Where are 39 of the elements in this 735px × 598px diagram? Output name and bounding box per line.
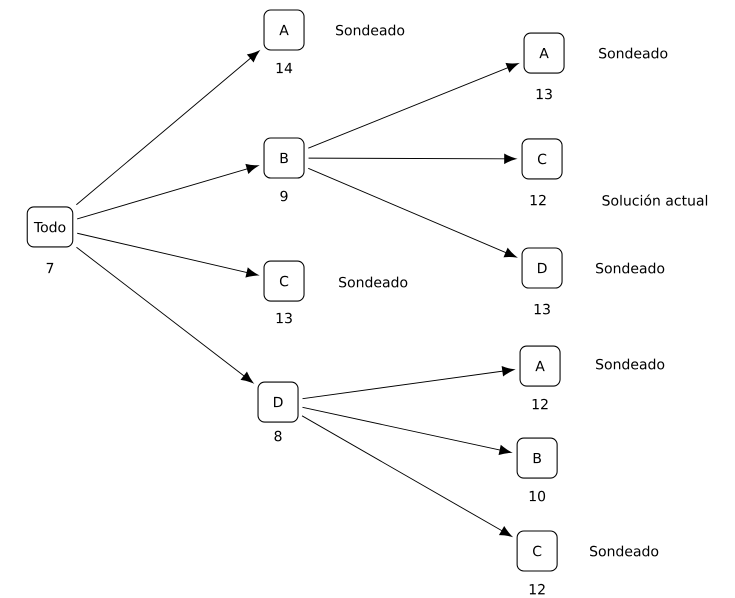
- cost-value: 9: [280, 190, 288, 202]
- cost-value: 10: [530, 490, 546, 502]
- status-label: Solución actual: [602, 194, 708, 206]
- node-box: D: [258, 381, 299, 423]
- node-box: B: [264, 137, 305, 179]
- node-box: B: [516, 438, 558, 479]
- arrow: [302, 415, 512, 537]
- node-box: D: [522, 247, 563, 289]
- arrow: [76, 164, 258, 220]
- arrow: [302, 406, 512, 455]
- cost-value: 7: [46, 262, 54, 274]
- cost-value: 13: [536, 88, 552, 100]
- node-box: C: [516, 530, 558, 572]
- cost-value: 13: [534, 304, 550, 314]
- arrow: [76, 50, 260, 206]
- node-box: C: [264, 260, 305, 302]
- arrow: [76, 232, 258, 278]
- cost-value: 12: [530, 584, 545, 594]
- status-label: Sondeado: [339, 276, 408, 288]
- cost-value: 12: [530, 194, 546, 206]
- node-box: A: [520, 345, 561, 387]
- node-box: A: [264, 9, 305, 51]
- arrow: [308, 168, 517, 258]
- arrow: [308, 63, 519, 149]
- status-label: Sondeado: [590, 546, 658, 556]
- cost-value: 8: [274, 430, 282, 442]
- node-box: C: [522, 138, 563, 180]
- cost-value: 13: [276, 312, 292, 324]
- status-label: Sondeado: [336, 24, 404, 36]
- arrow: [308, 154, 516, 164]
- arrow: [76, 246, 254, 384]
- arrow: [302, 366, 514, 400]
- node-box: A: [524, 32, 565, 74]
- status-label: Sondeado: [596, 358, 664, 370]
- cost-value: 14: [276, 62, 292, 74]
- status-label: Sondeado: [596, 262, 664, 274]
- node-box: Todo: [26, 206, 74, 248]
- cost-value: 12: [532, 398, 548, 410]
- status-label: Sondeado: [599, 48, 668, 58]
